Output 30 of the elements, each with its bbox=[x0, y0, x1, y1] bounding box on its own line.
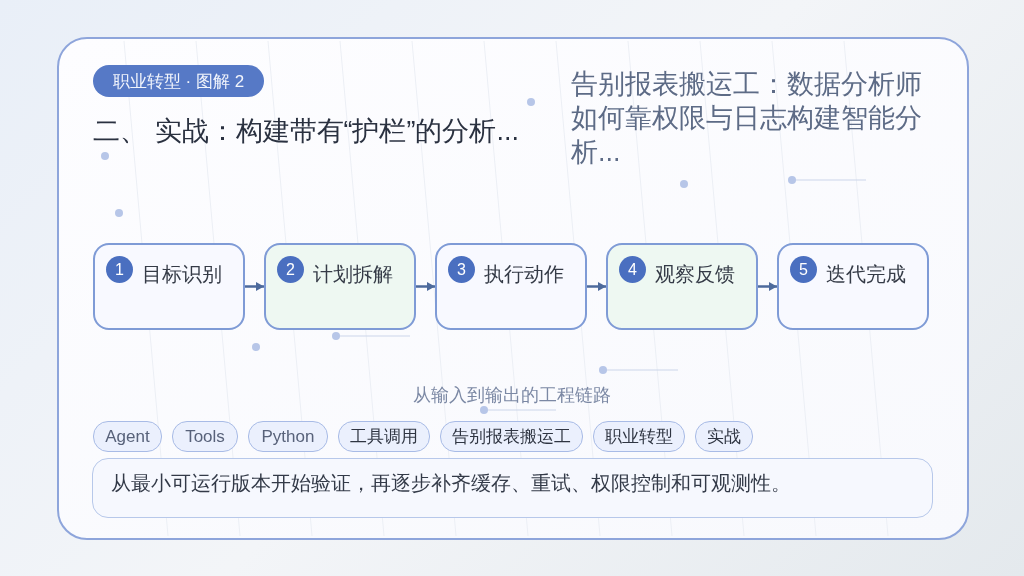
arrow bbox=[587, 282, 606, 291]
step-label: 目标识别 bbox=[142, 262, 222, 287]
tag-chip: Agent bbox=[93, 421, 162, 452]
step-label: 观察反馈 bbox=[655, 262, 735, 287]
arrow bbox=[416, 282, 435, 291]
step-box bbox=[93, 243, 245, 330]
tag-chip: Tools bbox=[172, 421, 238, 452]
step-label: 计划拆解 bbox=[313, 262, 393, 287]
section-title: 二、 实战：构建带有“护栏”的分析... bbox=[93, 115, 520, 148]
note-box: 从最小可运行版本开始验证，再逐步补齐缓存、重试、权限控制和可观测性。 bbox=[92, 458, 933, 518]
number-circle: 1 bbox=[106, 256, 133, 283]
category-pill: 职业转型 · 图解 2 bbox=[93, 65, 264, 97]
step-box bbox=[435, 243, 587, 330]
number-circle: 4 bbox=[619, 256, 646, 283]
step-box bbox=[606, 243, 758, 330]
number-circle: 2 bbox=[277, 256, 304, 283]
step-box bbox=[264, 243, 416, 330]
flow-caption: 从输入到输出的工程链路 bbox=[412, 384, 612, 407]
step-label: 执行动作 bbox=[484, 262, 564, 287]
arrow bbox=[758, 282, 777, 291]
tag-chip: 职业转型 bbox=[593, 421, 685, 452]
arrow bbox=[245, 282, 264, 291]
tag-chip: 告别报表搬运工 bbox=[440, 421, 583, 452]
article-title: 告别报表搬运工：数据分析师如何靠权限与日志构建智能分析... bbox=[571, 68, 923, 169]
number-circle: 5 bbox=[790, 256, 817, 283]
tag-chip: 工具调用 bbox=[338, 421, 430, 452]
step-box bbox=[777, 243, 929, 330]
tag-chip: Python bbox=[248, 421, 328, 452]
number-circle: 3 bbox=[448, 256, 475, 283]
step-label: 迭代完成 bbox=[826, 262, 906, 287]
